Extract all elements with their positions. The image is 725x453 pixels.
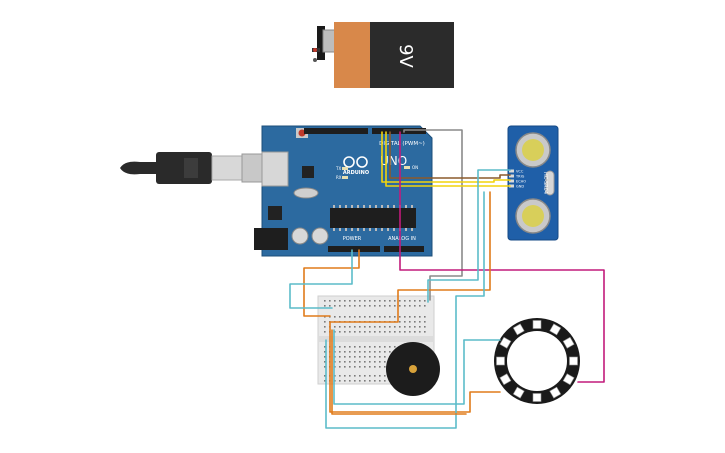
led-pixel — [562, 373, 575, 386]
wire-brown[interactable] — [389, 131, 511, 179]
led-pixel — [549, 323, 562, 336]
sensor-pin-label: GND — [516, 185, 524, 189]
on-label: ON — [412, 165, 418, 170]
battery-body-dark — [370, 22, 454, 88]
led-pixel — [499, 336, 512, 349]
led-pixel — [562, 336, 575, 349]
wire-yellow[interactable] — [381, 131, 511, 183]
led-pixel — [496, 356, 505, 366]
piezo-buzzer-icon[interactable] — [386, 342, 440, 396]
battery-9v[interactable]: 9V — [312, 22, 454, 88]
sensor-pin[interactable] — [509, 179, 514, 183]
analog-label: ANALOG IN — [388, 236, 416, 242]
wires — [289, 129, 605, 429]
sensor-pin-label: ECHO — [516, 180, 526, 184]
sensor-pin[interactable] — [509, 184, 514, 188]
wire-yellow[interactable] — [385, 131, 511, 187]
sensor-pin-label: TRIG — [515, 175, 525, 179]
led-pixel — [512, 386, 525, 399]
arduino-uno-board[interactable]: DIGITAL (PWM~) UNO ARDUINO POWER ANALOG … — [254, 125, 433, 257]
uno-label: UNO — [380, 154, 407, 168]
led-pixel — [532, 320, 542, 329]
wire-cyan[interactable] — [427, 169, 511, 303]
wire-cyan[interactable] — [289, 249, 353, 309]
analog-header — [384, 246, 424, 252]
arduino-logo-icon — [343, 156, 368, 168]
reset-button[interactable] — [298, 129, 306, 137]
power-header — [328, 246, 380, 252]
led-pixel — [512, 323, 525, 336]
led-pixel — [569, 356, 578, 366]
sensor-pin[interactable] — [509, 174, 514, 178]
usb-cable-icon — [120, 152, 263, 184]
arduino-brand-label: ARDUINO — [343, 170, 369, 176]
power-label: POWER — [343, 236, 362, 242]
wire-orange[interactable] — [331, 329, 467, 415]
wire-cyan[interactable] — [325, 191, 485, 429]
led-pixel — [499, 373, 512, 386]
battery-label: 9V — [395, 44, 416, 68]
battery-body-orange — [334, 22, 370, 88]
sensor-pin[interactable] — [509, 169, 514, 173]
capacitor — [291, 227, 309, 245]
rx-label: RX — [336, 175, 342, 180]
battery-terminal-block — [317, 26, 325, 60]
usb-jack — [261, 151, 289, 187]
sensor-model-label: HC-SR04 — [542, 172, 548, 194]
capacitor — [311, 227, 329, 245]
wire-cyan[interactable] — [333, 329, 465, 405]
digital-label: DIGITAL (PWM~) — [379, 141, 425, 147]
sensor-pin-label: VCC — [516, 170, 524, 174]
neopixel-ring-icon[interactable] — [494, 318, 580, 404]
wire-orange[interactable] — [329, 191, 501, 413]
tx-label: TX — [335, 166, 341, 171]
led-pixel — [532, 393, 542, 402]
led-pixel — [549, 386, 562, 399]
digital-header-left — [304, 128, 368, 134]
wire-magenta[interactable] — [399, 131, 605, 383]
digital-header-right — [372, 128, 426, 134]
atmega-chip — [330, 208, 416, 228]
power-jack — [254, 228, 288, 250]
wire-orange[interactable] — [303, 249, 360, 317]
